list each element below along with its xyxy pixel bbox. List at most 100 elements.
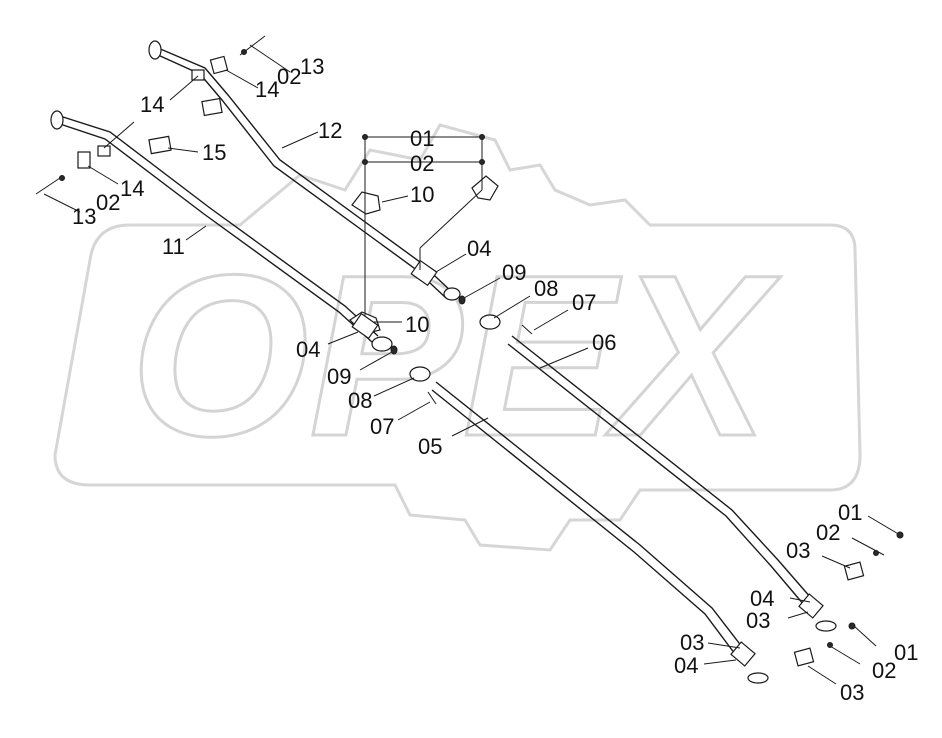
callout-10: 10 bbox=[410, 182, 434, 207]
nut-08b bbox=[409, 366, 431, 382]
callout-03: 03 bbox=[746, 608, 770, 633]
leader-13a bbox=[249, 44, 291, 73]
leader-04a bbox=[435, 253, 467, 273]
leader-05 bbox=[451, 417, 489, 437]
washer-dot bbox=[479, 159, 485, 165]
callout-01: 01 bbox=[894, 640, 918, 665]
callout-02: 02 bbox=[816, 520, 840, 545]
leader-04c bbox=[789, 597, 811, 603]
leader-03b bbox=[787, 611, 809, 619]
washer-dot bbox=[59, 175, 65, 181]
leader-14b bbox=[169, 75, 199, 101]
callout-10: 10 bbox=[405, 312, 429, 337]
bracket-10b bbox=[471, 175, 499, 201]
bracket-10a bbox=[351, 191, 381, 215]
leader-06 bbox=[539, 347, 589, 369]
leader-03a bbox=[821, 555, 851, 569]
clamp-14c bbox=[77, 151, 91, 169]
leader-lines bbox=[43, 44, 904, 685]
leader-02c bbox=[829, 645, 861, 665]
nut-09a bbox=[443, 287, 461, 301]
callout-04: 04 bbox=[750, 586, 774, 611]
leader-11 bbox=[185, 225, 207, 241]
nut-09b bbox=[371, 336, 393, 352]
leader-bracket bbox=[419, 189, 483, 249]
leader-09b bbox=[359, 351, 393, 371]
callout-12: 12 bbox=[318, 118, 342, 143]
washer-dot bbox=[362, 134, 368, 140]
ring-09a bbox=[458, 295, 466, 305]
callout-15: 15 bbox=[202, 140, 226, 165]
callout-07: 07 bbox=[370, 414, 394, 439]
leader-01c bbox=[853, 625, 877, 647]
washer-dot bbox=[827, 642, 833, 648]
callout-labels: 01 02 10 12 13 02 14 14 15 14 13 02 11 0… bbox=[72, 54, 918, 705]
washer-dot bbox=[479, 134, 485, 140]
callout-03: 03 bbox=[680, 630, 704, 655]
nut-08a bbox=[479, 314, 501, 330]
clamp-15b bbox=[148, 135, 172, 155]
callout-04: 04 bbox=[674, 653, 698, 678]
connector-04c bbox=[798, 593, 824, 619]
screw-07a bbox=[521, 324, 533, 335]
leader-13b bbox=[43, 193, 81, 213]
washer-dot bbox=[896, 531, 904, 539]
leader-03c bbox=[807, 665, 837, 685]
callout-13: 13 bbox=[72, 204, 96, 229]
leader-12 bbox=[281, 131, 319, 149]
callout-04: 04 bbox=[296, 337, 320, 362]
washer-dot bbox=[848, 622, 856, 630]
callout-01: 01 bbox=[838, 500, 862, 525]
callout-02: 02 bbox=[277, 64, 301, 89]
parts bbox=[35, 35, 865, 684]
leader-02b bbox=[851, 537, 885, 556]
callout-11: 11 bbox=[162, 234, 185, 259]
callout-02: 02 bbox=[872, 658, 896, 683]
flange-12 bbox=[148, 40, 162, 60]
clamp-03b bbox=[793, 647, 815, 667]
leader-10a bbox=[381, 195, 409, 203]
leader-09a bbox=[463, 277, 501, 299]
callout-06: 06 bbox=[592, 330, 616, 355]
tube-11-edge bbox=[59, 123, 373, 343]
clamp-14d bbox=[97, 145, 111, 157]
callout-08: 08 bbox=[534, 276, 558, 301]
leader-04b bbox=[327, 331, 359, 345]
callout-03: 03 bbox=[786, 538, 810, 563]
leader-01b bbox=[867, 515, 901, 536]
bolt-13b bbox=[35, 177, 61, 195]
leader-08b bbox=[373, 377, 415, 397]
connector-04a bbox=[410, 259, 438, 287]
washer-dot bbox=[873, 550, 879, 556]
tube-05-edge bbox=[431, 389, 739, 659]
tube-06-edge bbox=[507, 343, 811, 613]
callout-07: 07 bbox=[572, 290, 596, 315]
watermark-gear bbox=[53, 123, 862, 552]
callout-03: 03 bbox=[840, 680, 864, 705]
clamp-14b bbox=[191, 69, 205, 81]
callout-08: 08 bbox=[348, 388, 372, 413]
leader-07a bbox=[533, 309, 569, 331]
leader-07b bbox=[397, 401, 431, 421]
flange-11 bbox=[50, 110, 64, 130]
washer-dot bbox=[241, 49, 247, 55]
callout-14: 14 bbox=[255, 77, 279, 102]
callout-05: 05 bbox=[418, 434, 442, 459]
leader-14a bbox=[225, 69, 259, 89]
callout-14: 14 bbox=[120, 176, 144, 201]
connector-04d bbox=[730, 641, 756, 667]
tube-06 bbox=[511, 335, 819, 607]
screw-07b bbox=[427, 391, 437, 405]
clamp-14a bbox=[209, 55, 229, 75]
ring-09b bbox=[390, 345, 398, 355]
callout-09: 09 bbox=[327, 364, 351, 389]
leader-15 bbox=[167, 147, 199, 153]
leader-14d bbox=[87, 165, 119, 185]
end-cap-05 bbox=[747, 672, 769, 684]
callout-04: 04 bbox=[467, 236, 491, 261]
callout-02: 02 bbox=[410, 151, 434, 176]
watermark-text: OPEX bbox=[130, 227, 781, 484]
watermark: OPEX bbox=[53, 123, 862, 552]
